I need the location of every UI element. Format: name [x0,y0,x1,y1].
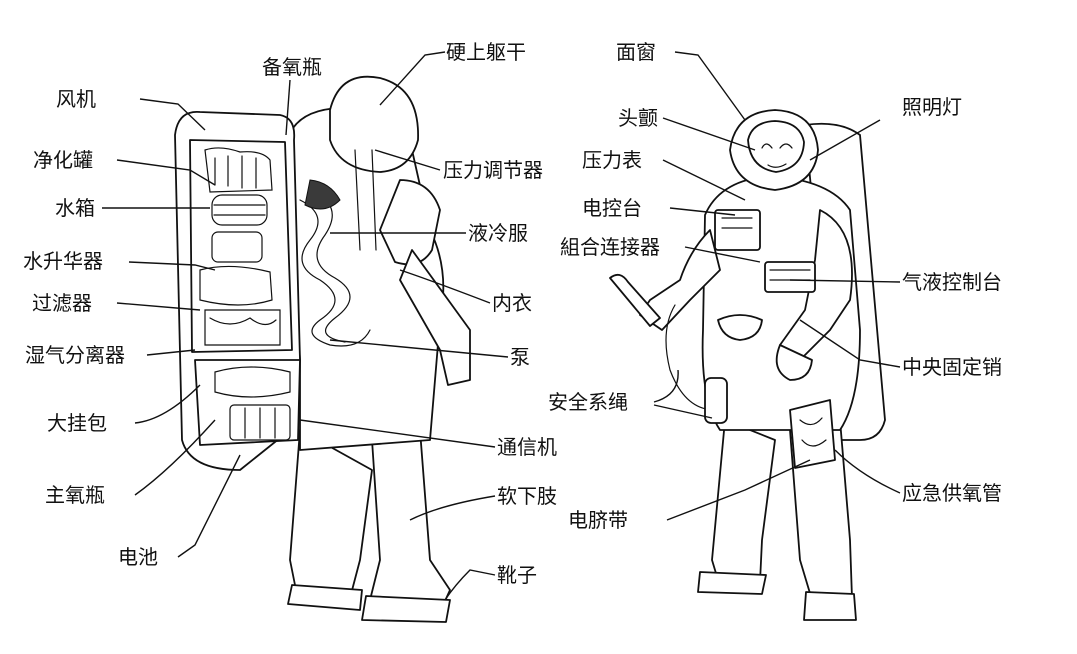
label-emergency-oxygen: 应急供氧管 [902,481,1002,505]
label-spare-oxygen: 备氧瓶 [262,55,322,79]
label-boots: 靴子 [497,563,537,587]
left-suit-figure [174,75,471,623]
label-main-oxygen: 主氧瓶 [45,483,105,507]
label-radio: 通信机 [497,435,557,459]
label-control-panel: 电控台 [582,196,642,220]
label-hard-torso: 硬上躯干 [446,40,526,64]
label-central-pin: 中央固定销 [902,355,1002,379]
label-humidity-separator: 湿气分离器 [25,343,125,367]
label-pressure-regulator: 压力调节器 [443,158,543,182]
label-visor: 面窗 [616,40,656,64]
label-water-tank: 水箱 [55,196,95,220]
label-gas-liquid-panel: 气液控制台 [902,270,1002,294]
label-safety-tether: 安全系绳 [548,390,628,414]
label-filter: 过滤器 [32,291,92,315]
label-fan: 风机 [56,87,96,111]
label-helmet: 头颤 [618,106,658,130]
label-soft-lower: 软下肢 [497,484,557,508]
label-underwear: 内衣 [492,291,532,315]
label-liquid-cooling: 液冷服 [468,221,528,245]
label-lamp: 照明灯 [902,95,962,119]
leader-lines [102,51,901,601]
label-connector: 組合连接器 [560,235,660,259]
label-big-pack: 大挂包 [47,411,107,435]
label-battery: 电池 [118,545,158,569]
label-pressure-gauge: 压力表 [582,148,642,172]
label-umbilical: 电脐带 [568,508,628,532]
label-pump: 泵 [510,345,530,369]
right-suit-figure [609,109,886,621]
label-sublimator: 水升华器 [23,249,103,273]
label-purifier: 净化罐 [33,148,93,172]
